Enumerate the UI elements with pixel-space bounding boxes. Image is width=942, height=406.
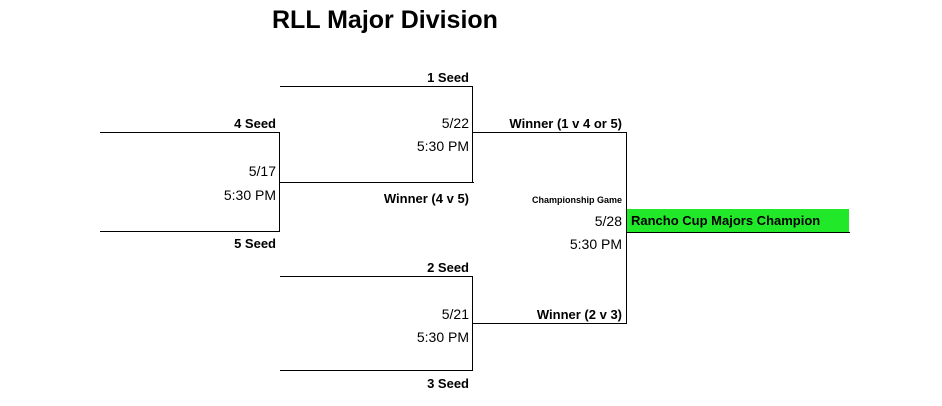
seed3-label: 3 Seed	[427, 376, 469, 391]
game-4v5-date: 5/17	[248, 163, 276, 179]
line-1v45-vertical	[472, 86, 473, 183]
final-time: 5:30 PM	[569, 236, 622, 252]
line-seed2	[280, 276, 473, 277]
line-winner-1v45	[472, 132, 627, 133]
seed5-label: 5 Seed	[234, 236, 276, 251]
bracket-title: RLL Major Division	[272, 6, 498, 34]
winner-2v3-label: Winner (2 v 3)	[536, 307, 622, 322]
seed2-label: 2 Seed	[427, 260, 469, 275]
winner-1v45-label: Winner (1 v 4 or 5)	[509, 116, 622, 131]
line-winner-2v3	[472, 323, 627, 324]
seed1-label: 1 Seed	[427, 70, 469, 85]
champion-label: Rancho Cup Majors Champion	[631, 213, 821, 228]
game-1v45-date: 5/22	[441, 115, 469, 131]
game-2v3-date: 5/21	[441, 306, 469, 322]
seed4-label: 4 Seed	[234, 116, 276, 131]
line-seed4	[100, 132, 280, 133]
line-final-vertical	[626, 132, 627, 324]
champion-highlight	[627, 209, 849, 232]
line-seed3	[280, 370, 473, 371]
line-winner-4v5	[279, 182, 474, 183]
game-1v45-time: 5:30 PM	[416, 138, 469, 154]
line-champion	[626, 232, 850, 233]
line-seed5	[100, 231, 280, 232]
line-seed1	[280, 86, 473, 87]
championship-game-label: Championship Game	[531, 195, 622, 205]
winner-4v5-label: Winner (4 v 5)	[383, 191, 469, 206]
game-4v5-time: 5:30 PM	[223, 187, 276, 203]
final-date: 5/28	[594, 213, 622, 229]
game-2v3-time: 5:30 PM	[416, 329, 469, 345]
